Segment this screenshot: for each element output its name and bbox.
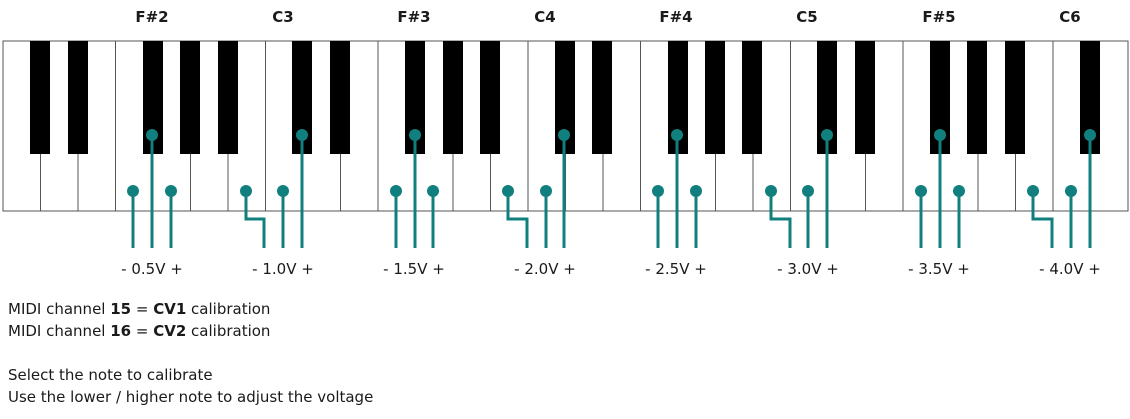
black-key	[668, 41, 688, 154]
voltage-label: - 0.5V +	[121, 260, 183, 278]
legend-cv2-line: MIDI channel 16 = CV2 calibration	[8, 322, 271, 340]
black-key	[180, 41, 200, 154]
black-key	[967, 41, 987, 154]
voltage-label: - 2.0V +	[514, 260, 576, 278]
black-key	[930, 41, 950, 154]
marker-dot	[765, 185, 777, 197]
marker-dot	[690, 185, 702, 197]
black-key	[330, 41, 350, 154]
marker-dot	[671, 129, 683, 141]
marker-dot	[165, 185, 177, 197]
marker-dot	[1027, 185, 1039, 197]
voltage-label: - 3.5V +	[908, 260, 970, 278]
note-label: F#3	[397, 8, 430, 26]
marker-dot	[390, 185, 402, 197]
marker-dot	[558, 129, 570, 141]
voltage-labels: - 0.5V + - 1.0V + - 1.5V + - 2.0V + - 2.…	[121, 260, 1101, 278]
legend-cv1-line: MIDI channel 15 = CV1 calibration	[8, 300, 271, 318]
voltage-label: - 1.5V +	[383, 260, 445, 278]
note-label: F#4	[659, 8, 692, 26]
marker-dot	[146, 129, 158, 141]
note-labels: F#2 C3 F#3 C4 F#4 C5 F#5 C6	[135, 8, 1080, 26]
calibration-markers	[127, 129, 1096, 248]
marker-line	[769, 191, 792, 248]
note-label: C4	[534, 8, 555, 26]
legend: MIDI channel 15 = CV1 calibration MIDI c…	[8, 298, 373, 408]
marker-dot	[127, 185, 139, 197]
instruction-select: Select the note to calibrate	[8, 366, 213, 384]
marker-dot	[409, 129, 421, 141]
cv1-name: CV1	[153, 300, 187, 318]
black-key	[68, 41, 88, 154]
voltage-label: - 1.0V +	[252, 260, 314, 278]
black-key	[143, 41, 163, 154]
marker-line	[244, 191, 266, 248]
voltage-label: - 2.5V +	[645, 260, 707, 278]
cv2-name: CV2	[153, 322, 187, 340]
marker-dot	[915, 185, 927, 197]
note-label: C5	[796, 8, 817, 26]
note-label: F#5	[922, 8, 955, 26]
black-key	[855, 41, 875, 154]
marker-dot	[652, 185, 664, 197]
cv1-channel: 15	[110, 300, 132, 318]
black-key	[292, 41, 312, 154]
black-key	[30, 41, 50, 154]
black-key	[705, 41, 725, 154]
black-keys	[30, 41, 1100, 154]
marker-dot	[427, 185, 439, 197]
black-key	[742, 41, 762, 154]
white-keys	[2, 40, 1129, 212]
marker-dot	[1065, 185, 1077, 197]
marker-line	[506, 191, 529, 248]
voltage-label: - 3.0V +	[777, 260, 839, 278]
black-key	[555, 41, 575, 154]
marker-dot	[934, 129, 946, 141]
marker-dot	[953, 185, 965, 197]
keyboard-diagram: F#2 C3 F#3 C4 F#4 C5 F#5 C6 - 0.5V + - 1…	[2, 8, 1129, 278]
marker-dot	[296, 129, 308, 141]
black-key	[817, 41, 837, 154]
marker-dot	[821, 129, 833, 141]
marker-dot	[540, 185, 552, 197]
instruction-adjust: Use the lower / higher note to adjust th…	[8, 388, 374, 406]
note-label: C3	[272, 8, 293, 26]
marker-dot	[502, 185, 514, 197]
black-key	[443, 41, 463, 154]
black-key	[592, 41, 612, 154]
note-label: C6	[1059, 8, 1080, 26]
marker-dot	[277, 185, 289, 197]
black-key	[480, 41, 500, 154]
marker-line	[1031, 191, 1054, 248]
black-key	[405, 41, 425, 154]
black-key	[1080, 41, 1100, 154]
marker-dot	[802, 185, 814, 197]
black-key	[218, 41, 238, 154]
marker-dot	[1084, 129, 1096, 141]
voltage-label: - 4.0V +	[1039, 260, 1101, 278]
cv2-channel: 16	[110, 322, 132, 340]
black-key	[1005, 41, 1025, 154]
marker-dot	[240, 185, 252, 197]
note-label: F#2	[135, 8, 168, 26]
